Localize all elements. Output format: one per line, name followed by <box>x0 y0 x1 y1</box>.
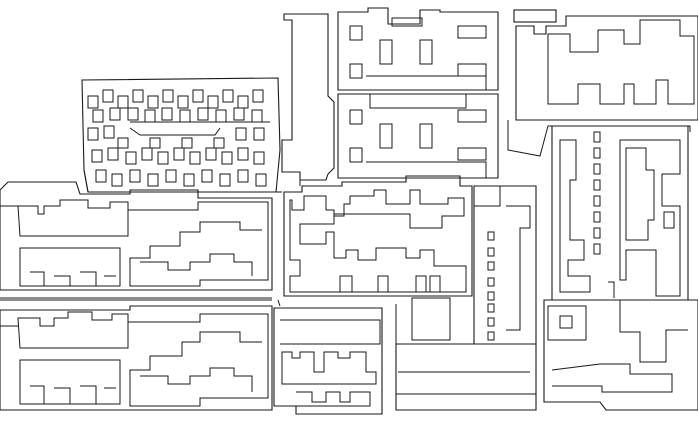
building-central-south <box>337 93 499 179</box>
building-terraces-west-upper <box>0 181 273 301</box>
building-central-north <box>337 7 499 91</box>
building-lower-east <box>395 304 537 411</box>
building-block-top-right <box>507 9 698 157</box>
building-lower-center <box>273 307 383 415</box>
building-tall-connector <box>281 13 335 181</box>
building-bottom-right <box>543 299 698 411</box>
building-right-wing <box>551 125 689 301</box>
building-terraces-west-lower <box>0 305 273 411</box>
building-center-courtyard <box>283 175 473 297</box>
building-center-east <box>411 185 537 345</box>
street-edges <box>0 180 301 307</box>
building-block-top-left-dotted <box>81 77 281 193</box>
